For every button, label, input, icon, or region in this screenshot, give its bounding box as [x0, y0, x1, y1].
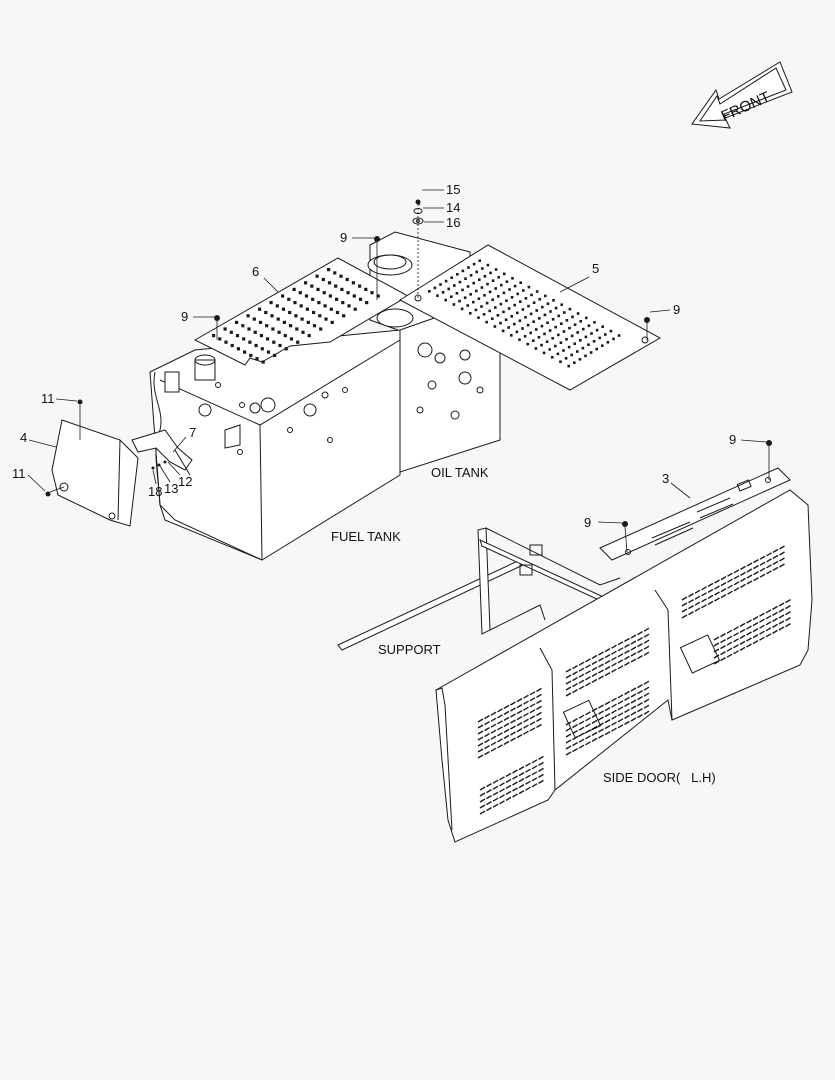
part-3-plate [599, 467, 791, 561]
hardware [45, 199, 772, 553]
support-frame [337, 527, 621, 651]
callout-12: 12 [178, 474, 192, 489]
callout-numbers: 15 14 16 9 6 5 9 9 11 4 7 9 11 3 12 13 1… [12, 182, 736, 530]
callout-6: 6 [252, 264, 259, 279]
label-fuel-tank: FUEL TANK [331, 529, 401, 544]
callout-14: 14 [446, 200, 460, 215]
leader-lines [27, 189, 767, 524]
side-door-lh [435, 489, 813, 843]
plate-6-perforations [212, 268, 380, 364]
part-4-side-cover [51, 419, 139, 527]
callout-4: 4 [20, 430, 27, 445]
callout-3: 3 [662, 471, 669, 486]
fuel-tank [149, 329, 401, 561]
callout-18: 18 [148, 484, 162, 499]
label-support: SUPPORT [378, 642, 441, 657]
callout-7: 7 [189, 425, 196, 440]
callout-9-left: 9 [181, 309, 188, 324]
callout-16: 16 [446, 215, 460, 230]
part-7-bracket [131, 429, 193, 476]
callout-15: 15 [446, 182, 460, 197]
side-door-louvers [477, 545, 791, 815]
callout-9-right: 9 [673, 302, 680, 317]
text-labels: OIL TANK FUEL TANK SUPPORT SIDE DOOR( L.… [331, 465, 716, 785]
front-direction-arrow: FRONT [691, 61, 793, 129]
label-oil-tank: OIL TANK [431, 465, 489, 480]
callout-5: 5 [592, 261, 599, 276]
callout-13: 13 [164, 481, 178, 496]
part-6-perforated-plate [193, 257, 410, 366]
label-side-door: SIDE DOOR( L.H) [603, 770, 716, 785]
callout-11-top: 11 [41, 391, 55, 406]
callout-9-door-left: 9 [584, 515, 591, 530]
callout-11-bottom: 11 [12, 466, 26, 481]
callout-9-top: 9 [340, 230, 347, 245]
part-5-perforated-plate [398, 244, 662, 391]
plate-5-perforations [428, 259, 621, 368]
callout-9-door-top: 9 [729, 432, 736, 447]
